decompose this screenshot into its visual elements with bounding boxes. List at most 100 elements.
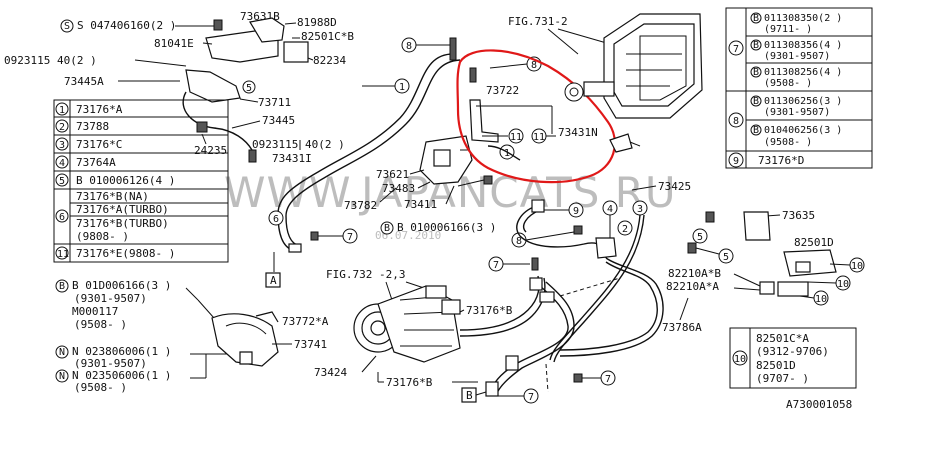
rt-code-1-1: 010406256(3 ) [764, 125, 842, 136]
box-label-a: A [270, 274, 277, 287]
label-73711: 73711 [258, 96, 291, 109]
right-table-group-8: 8 [733, 116, 739, 127]
svg-text:9: 9 [573, 206, 579, 217]
label-010006166: B 010006166(3 ) [397, 221, 496, 234]
rt-date-1-0: (9301-9507) [764, 107, 830, 118]
svg-text:1: 1 [399, 82, 405, 93]
label-73741: 73741 [294, 338, 327, 351]
svg-text:4: 4 [607, 204, 613, 215]
right-table: 7 8 9 B 011308350(2 ) (9711- ) B 0113083… [725, 7, 873, 169]
svg-text:6: 6 [59, 212, 65, 223]
lt-row-6-line3: 73176*B(TURBO) [76, 217, 169, 230]
svg-text:B: B [753, 125, 759, 136]
lt-row-6-line2: 73176*A(TURBO) [76, 203, 169, 216]
label-73782: 73782 [344, 199, 377, 212]
label-73176b-2: 73176*B [386, 376, 433, 389]
svg-text:10: 10 [815, 294, 827, 305]
rt-date-1-1: (9508- ) [764, 137, 812, 148]
left-hose-area: 0923115 40(2 ) 73445A 5 73711 73445 2423… [4, 53, 461, 288]
note-2-line1: N 023806006(1 ) [72, 345, 171, 358]
label-0923-b: 0923115 40(2 ) [252, 138, 345, 151]
rt-code-0-0: 011308350(2 ) [764, 13, 842, 24]
fig-ref-upper: FIG.731-2 [508, 15, 568, 28]
figure-id: A730001058 [786, 398, 852, 411]
svg-text:10: 10 [851, 261, 863, 272]
rt-code-1-0: 011306256(3 ) [764, 96, 842, 107]
svg-text:7: 7 [605, 374, 611, 385]
label-82501d: 82501D [794, 236, 834, 249]
svg-text:3: 3 [637, 204, 643, 215]
label-73621: 73621 [376, 168, 409, 181]
br-table-num: 10 [734, 354, 746, 365]
label-73445a: 73445A [64, 75, 104, 88]
rt-date-0-2: (9508- ) [764, 78, 812, 89]
label-73722: 73722 [486, 84, 519, 97]
right-pipes: 73425 9 4 3 2 8 7 [511, 180, 691, 386]
br-line-1: 82501C*A [756, 332, 809, 345]
compressor-area: FIG.732 -2,3 73772*A 73741 73176*B 73424… [211, 256, 621, 404]
svg-text:B: B [384, 223, 390, 234]
svg-text:2: 2 [59, 122, 65, 133]
lt-row-3: 73176*C [76, 138, 122, 151]
label-73431n: 73431N [558, 126, 598, 139]
rt-code-0-1: 011308356(4 ) [764, 40, 842, 51]
rt-code-0-2: 011308256(4 ) [764, 67, 842, 78]
svg-text:S: S [64, 21, 70, 32]
note-1-line1: B 01D006166(3 ) [72, 279, 171, 292]
br-line-3: 82501D [756, 359, 796, 372]
svg-text:7: 7 [493, 260, 499, 271]
right-table-group-9: 9 [733, 156, 739, 167]
svg-text:5: 5 [59, 176, 65, 187]
lt-row-1: 73176*A [76, 103, 123, 116]
svg-text:B: B [753, 96, 759, 107]
label-s-code: S 047406160(2 ) [77, 19, 176, 32]
label-73772a: 73772*A [282, 315, 329, 328]
label-73431i: 73431I [272, 152, 312, 165]
label-73424: 73424 [314, 366, 347, 379]
svg-text:N: N [59, 347, 65, 358]
label-73483: 73483 [382, 182, 415, 195]
right-table-group-7: 7 [733, 44, 739, 55]
svg-text:8: 8 [516, 236, 522, 247]
svg-text:2: 2 [622, 224, 628, 235]
label-81041e: 81041E [154, 37, 194, 50]
svg-text:10: 10 [837, 279, 849, 290]
svg-text:11: 11 [57, 249, 69, 260]
bottom-left-notes: B B 01D006166(3 ) (9301-9507) M000117 (9… [55, 279, 244, 394]
rt-date-0-0: (9711- ) [764, 24, 812, 35]
label-82210a-b: 82210A*B [668, 267, 721, 280]
left-table: 1 73176*A 2 73788 3 73176*C 4 73764A 5 B… [53, 99, 229, 263]
label-73635: 73635 [782, 209, 815, 222]
label-24235: 24235 [194, 144, 227, 157]
rt-code-2-0: 73176*D [758, 154, 804, 167]
receiver-tank: FIG.731-2 [508, 13, 703, 153]
note-2-line2: (9301-9507) [74, 357, 147, 370]
note-2-line3: N 023506006(1 ) [72, 369, 171, 382]
svg-text:1: 1 [504, 148, 510, 159]
svg-text:11: 11 [533, 132, 545, 143]
label-73445: 73445 [262, 114, 295, 127]
rt-date-0-1: (9301-9507) [764, 51, 830, 62]
label-82210a-a: 82210A*A [666, 280, 719, 293]
br-line-2: (9312-9706) [756, 345, 829, 358]
svg-text:B: B [753, 13, 759, 24]
lt-row-2: 73788 [76, 120, 109, 133]
fig-ref-lower: FIG.732 -2,3 [326, 268, 405, 281]
svg-text:B: B [59, 281, 65, 292]
label-82501c-b: 82501C*B [301, 30, 354, 43]
label-73786a: 73786A [662, 321, 702, 334]
svg-text:B: B [753, 67, 759, 78]
svg-text:5: 5 [246, 83, 252, 94]
svg-text:7: 7 [347, 232, 353, 243]
svg-text:5: 5 [723, 252, 729, 263]
svg-text:7: 7 [528, 392, 534, 403]
note-1-line2: (9301-9507) [74, 292, 147, 305]
svg-text:5: 5 [697, 232, 703, 243]
red-highlight-annotation [456, 49, 616, 184]
label-82234: 82234 [313, 54, 346, 67]
lt-row-5: B 010006126(4 ) [76, 174, 175, 187]
lt-row-6-line1: 73176*B(NA) [76, 190, 149, 203]
svg-text:N: N [59, 371, 65, 382]
label-73176b-1: 73176*B [466, 304, 513, 317]
note-1-line3: M000117 [72, 305, 118, 318]
